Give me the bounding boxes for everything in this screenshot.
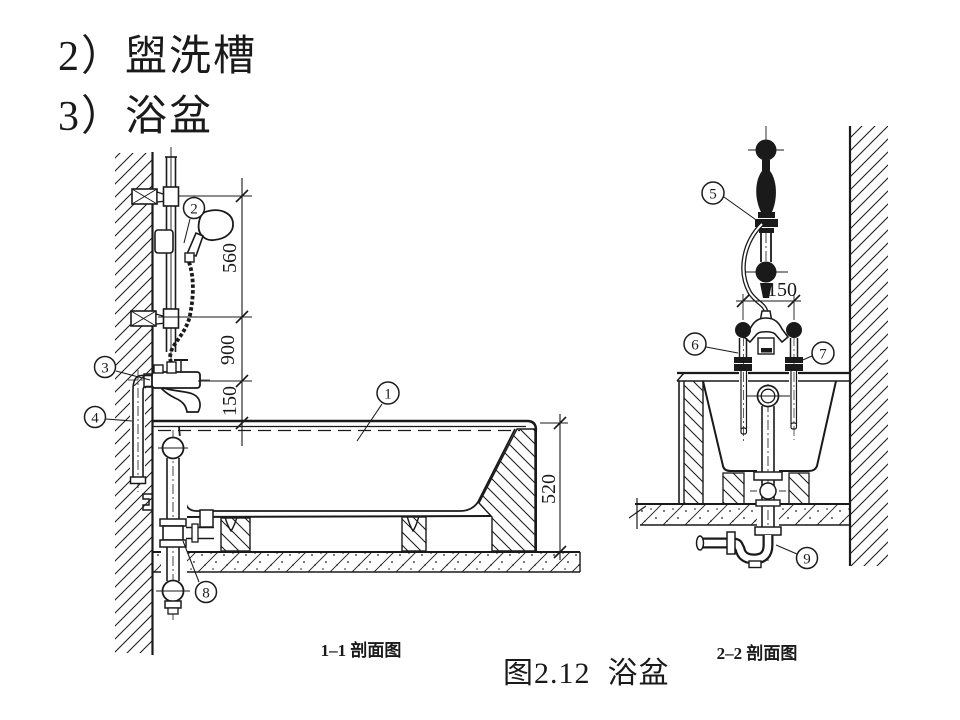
- section-caption-2-2: 2–2 剖面图: [716, 644, 798, 663]
- drain-pipe: [746, 384, 790, 562]
- supply-pipe: [129, 370, 152, 492]
- p-trap: [695, 531, 774, 569]
- dim-560: 560: [219, 243, 241, 273]
- valve-knob-left: [735, 322, 751, 338]
- waste-overflow-standpipe: [156, 430, 214, 620]
- label-circle: [83, 405, 107, 429]
- column-finial: [756, 171, 776, 212]
- label-text: 7: [819, 346, 827, 362]
- faucet-spout: [160, 387, 201, 413]
- floor-left: [153, 549, 581, 575]
- shower-hose: [168, 261, 195, 367]
- part-label-8: 8: [182, 540, 218, 604]
- part-label-1: 1: [356, 381, 400, 442]
- drain-shoe: [199, 509, 214, 528]
- slide-title-line-2: 3）浴盆: [58, 94, 214, 140]
- label-circle: [93, 355, 117, 379]
- label-text: 3: [101, 360, 109, 376]
- rail-bracket-top: [131, 186, 180, 207]
- part-label-5: 5: [701, 181, 760, 223]
- dim-150-left: 150: [219, 386, 241, 416]
- tub-supports: [220, 428, 536, 552]
- dim-520: 520: [538, 474, 560, 504]
- part-label-2: 2: [182, 196, 206, 244]
- column-top-ball: [755, 139, 777, 161]
- wall-right: [848, 126, 888, 566]
- dimension-150-right: 150: [736, 279, 801, 320]
- rail-bracket-bottom: [130, 308, 180, 329]
- part-label-3: 3: [93, 355, 151, 381]
- label-circle: [701, 181, 725, 205]
- shower-column: [741, 126, 788, 312]
- label-text: 4: [91, 410, 99, 426]
- label-circle: [194, 580, 218, 604]
- rail-slider: [154, 229, 174, 254]
- shower-head: [184, 209, 234, 263]
- mixer-faucet: [128, 359, 212, 413]
- dimension-chain-left: 560 900 150: [158, 178, 252, 446]
- figure-caption: 图2.12 浴盆: [503, 657, 670, 690]
- section-1-1: 560 900 150 520 2 3: [83, 147, 581, 655]
- mixer-valves: [734, 310, 803, 443]
- label-circle: [182, 196, 206, 220]
- label-circle: [376, 381, 400, 405]
- shower-rail: [165, 147, 177, 370]
- section-2-2: 150: [628, 126, 888, 570]
- drain-tee-body: [162, 525, 184, 541]
- part-label-9: 9: [775, 544, 819, 570]
- column-slider-ball: [755, 261, 777, 283]
- dimension-520: 520: [538, 414, 568, 560]
- pipe-clamp: [142, 493, 152, 511]
- valve-knob-right: [786, 322, 802, 338]
- dim-150-right: 150: [767, 279, 797, 301]
- bathtub-side-view: [153, 419, 538, 552]
- section-caption-1-1: 1–1 剖面图: [320, 641, 402, 660]
- bathtub-cross-section: [676, 371, 850, 505]
- label-text: 9: [803, 551, 811, 567]
- part-label-7: 7: [797, 341, 835, 365]
- slide-title-line-1: 2）盥洗槽: [58, 34, 258, 80]
- part-label-6: 6: [683, 332, 739, 356]
- label-text: 8: [202, 585, 210, 601]
- label-text: 2: [190, 201, 198, 217]
- label-circle: [795, 546, 819, 570]
- part-label-4: 4: [83, 405, 133, 429]
- label-circle: [811, 341, 835, 365]
- cleanout-ball: [759, 482, 777, 500]
- label-text: 1: [384, 386, 392, 402]
- label-circle: [683, 332, 707, 356]
- label-text: 5: [709, 186, 717, 202]
- dim-900: 900: [217, 335, 239, 365]
- label-text: 6: [691, 337, 699, 353]
